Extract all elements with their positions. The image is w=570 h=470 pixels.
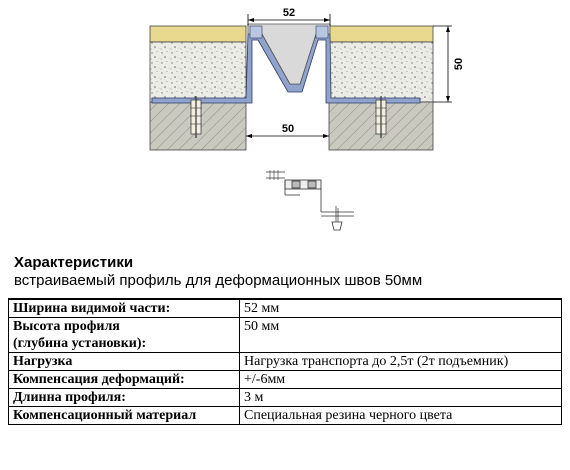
- profile-section-sketch: [266, 170, 354, 231]
- table-row: Нагрузка Нагрузка транспорта до 2,5т (2т…: [8, 352, 562, 371]
- section-subheading: встраиваемый профиль для деформационных …: [14, 272, 423, 289]
- left-top-layer: [149, 25, 247, 43]
- row-label: Высота профиля (глубина установки):: [8, 317, 240, 353]
- row-label: Нагрузка: [8, 352, 240, 371]
- spec-table: Ширина видимой части: 52 мм Высота профи…: [8, 298, 562, 425]
- insert-cap-left: [249, 25, 263, 39]
- anchor-right: [375, 96, 387, 138]
- table-row: Высота профиля (глубина установки): 50 м…: [8, 317, 562, 353]
- anchor-left: [190, 96, 202, 138]
- right-gravel-layer: [328, 41, 434, 103]
- table-row: Компенсационный материал Специальная рез…: [8, 406, 562, 425]
- table-row: Ширина видимой части: 52 мм: [8, 298, 562, 318]
- row-value: Нагрузка транспорта до 2,5т (2т подъемни…: [239, 352, 562, 371]
- table-row: Длинна профиля: 3 м: [8, 388, 562, 407]
- row-label: Компенсация деформаций:: [8, 370, 240, 389]
- row-label: Компенсационный материал: [8, 406, 240, 425]
- row-label: Длинна профиля:: [8, 388, 240, 407]
- right-top-layer: [328, 25, 434, 43]
- row-value: 3 м: [239, 388, 562, 407]
- row-value: Специальная резина черного цвета: [239, 406, 562, 425]
- insert-cap-right: [315, 25, 329, 39]
- expansion-joint-drawing: 52 50 50: [149, 7, 465, 231]
- dim-bottom-label: 50: [282, 123, 294, 135]
- section-heading: Характеристики: [14, 254, 134, 271]
- dim-side-label: 50: [453, 58, 465, 70]
- dim-top-label: 52: [283, 7, 295, 19]
- left-gravel-layer: [149, 41, 247, 103]
- row-value: +/-6мм: [239, 370, 562, 389]
- row-value: 52 мм: [239, 298, 562, 318]
- table-row: Компенсация деформаций: +/-6мм: [8, 370, 562, 389]
- row-value: 50 мм: [239, 317, 562, 353]
- row-label: Ширина видимой части:: [8, 298, 240, 318]
